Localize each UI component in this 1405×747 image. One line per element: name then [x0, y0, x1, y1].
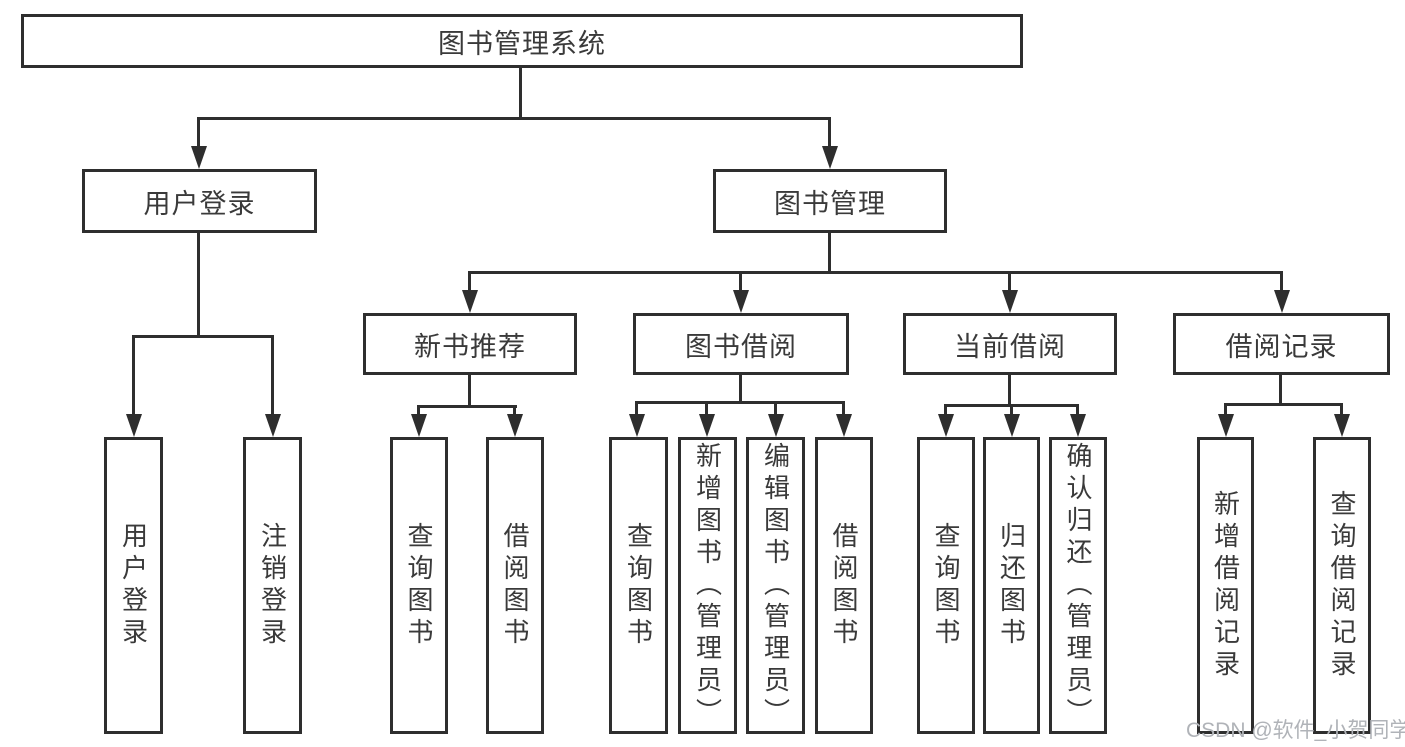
connector-line	[1280, 273, 1283, 293]
connector-line	[842, 403, 845, 416]
arrowhead-icon	[699, 414, 715, 437]
arrowhead-icon	[822, 146, 838, 169]
leaf-confirm-return-admin: 确认归还（管理员）	[1049, 437, 1107, 734]
node-library-system: 图书管理系统	[21, 14, 1023, 68]
arrowhead-icon	[768, 414, 784, 437]
connector-line	[417, 405, 517, 408]
node-book-management: 图书管理	[713, 169, 947, 233]
connector-line	[132, 337, 135, 416]
connector-line	[468, 271, 1283, 274]
connector-line	[1008, 273, 1011, 293]
arrowhead-icon	[938, 414, 954, 437]
arrowhead-icon	[265, 414, 281, 437]
connector-line	[197, 117, 831, 120]
arrowhead-icon	[733, 290, 749, 313]
node-new-book-recommend: 新书推荐	[363, 313, 577, 375]
leaf-add-book-admin: 新增图书（管理员）	[678, 437, 737, 734]
leaf-logout: 注销登录	[243, 437, 302, 734]
connector-line	[635, 403, 638, 416]
connector-line	[1279, 375, 1282, 405]
node-current-borrowing: 当前借阅	[903, 313, 1117, 375]
connector-line	[132, 335, 274, 338]
connector-line	[1010, 406, 1013, 416]
connector-line	[944, 406, 947, 416]
arrowhead-icon	[629, 414, 645, 437]
node-book-borrowing: 图书借阅	[633, 313, 849, 375]
connector-line	[271, 337, 274, 416]
leaf-add-borrow-record: 新增借阅记录	[1197, 437, 1254, 734]
connector-line	[705, 403, 708, 416]
arrowhead-icon	[836, 414, 852, 437]
connector-line	[944, 404, 1079, 407]
arrowhead-icon	[1218, 414, 1234, 437]
leaf-borrow-book: 借阅图书	[815, 437, 873, 734]
arrowhead-icon	[507, 414, 523, 437]
connector-line	[739, 375, 742, 403]
leaf-query-book: 查询图书	[917, 437, 975, 734]
csdn-watermark: CSDN @软件_小贺同学	[1186, 719, 1405, 742]
connector-line	[513, 407, 516, 417]
leaf-user-login: 用户登录	[104, 437, 163, 734]
arrowhead-icon	[462, 290, 478, 313]
connector-line	[774, 403, 777, 416]
arrowhead-icon	[1274, 290, 1290, 313]
arrowhead-icon	[191, 146, 207, 169]
arrowhead-icon	[126, 414, 142, 437]
connector-line	[635, 401, 845, 404]
connector-line	[1008, 375, 1011, 406]
connector-line	[417, 407, 420, 417]
connector-line	[519, 68, 522, 119]
leaf-borrow-book: 借阅图书	[486, 437, 544, 734]
connector-line	[739, 273, 742, 293]
arrowhead-icon	[411, 414, 427, 437]
connector-line	[197, 119, 200, 149]
connector-line	[197, 233, 200, 337]
connector-line	[1224, 403, 1343, 406]
leaf-query-book: 查询图书	[609, 437, 668, 734]
node-borrowing-records: 借阅记录	[1173, 313, 1390, 375]
connector-line	[1224, 405, 1227, 416]
leaf-query-borrow-record: 查询借阅记录	[1313, 437, 1371, 734]
arrowhead-icon	[1070, 414, 1086, 437]
leaf-return-book: 归还图书	[983, 437, 1040, 734]
arrowhead-icon	[1002, 290, 1018, 313]
connector-line	[1076, 406, 1079, 416]
leaf-edit-book-admin: 编辑图书（管理员）	[746, 437, 805, 734]
arrowhead-icon	[1334, 414, 1350, 437]
arrowhead-icon	[1004, 414, 1020, 437]
connector-line	[468, 273, 471, 293]
connector-line	[828, 233, 831, 273]
connector-line	[468, 375, 471, 407]
leaf-query-book: 查询图书	[390, 437, 448, 734]
connector-line	[1340, 405, 1343, 416]
node-user-login: 用户登录	[82, 169, 317, 233]
connector-line	[828, 119, 831, 149]
